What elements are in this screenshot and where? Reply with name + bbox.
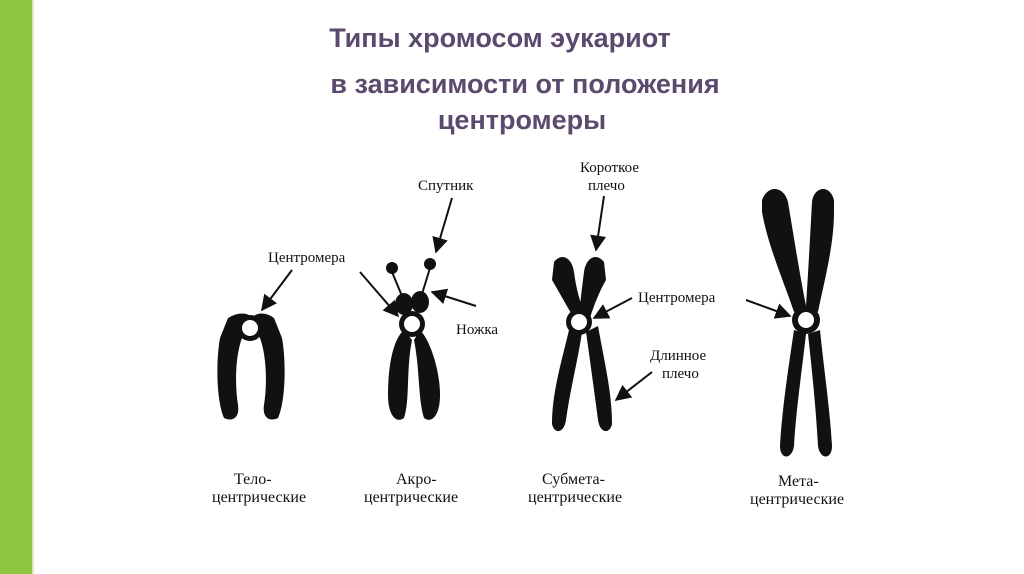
metacentric-chromosome — [762, 188, 834, 457]
label-centromere-right: Центромера — [638, 290, 716, 306]
meta-upper-arm-left — [762, 188, 806, 312]
submeta-long-arm-left — [552, 326, 582, 432]
caption-telo-1: Тело- — [234, 471, 272, 488]
acrocentric-chromosome — [386, 258, 440, 420]
acro-satellite-left — [386, 262, 398, 274]
submetacentric-chromosome — [552, 257, 612, 432]
title-line-2: в зависимости от положения — [330, 69, 720, 99]
title-line-3: центромеры — [437, 105, 607, 135]
meta-centromere — [798, 312, 814, 328]
caption-submeta-1: Субмета- — [542, 471, 605, 488]
accent-line — [32, 0, 34, 574]
telo-centromere — [242, 320, 258, 336]
caption-submeta-2: центрические — [528, 489, 622, 506]
meta-lower-arm-left — [780, 330, 806, 457]
label-centromere-left: Центромера — [268, 250, 346, 266]
submeta-centromere — [571, 314, 587, 330]
label-long-arm-2: плечо — [662, 366, 699, 382]
caption-acro-1: Акро- — [396, 471, 437, 488]
label-short-arm-2: плечо — [588, 178, 625, 194]
submeta-short-arm-left — [552, 257, 584, 318]
title-line-1: Типы хромосом эукариот — [329, 23, 671, 53]
caption-acro-2: центрические — [364, 489, 458, 506]
accent-bar — [0, 0, 32, 574]
arrow-stalk — [430, 288, 477, 307]
arrow-centromere-submeta — [592, 297, 633, 319]
arrow-centromere-acro — [359, 271, 400, 318]
acro-long-arm-right — [414, 330, 440, 420]
arrow-centromere-meta — [745, 299, 792, 319]
acro-centromere — [404, 316, 420, 332]
acro-long-arm-left — [388, 330, 412, 420]
acro-stalk-left — [391, 271, 403, 297]
meta-lower-arm-right — [808, 330, 832, 457]
arrow-long-arm — [614, 371, 653, 401]
caption-telo-2: центрические — [212, 489, 306, 506]
caption-meta-2: центрические — [750, 491, 844, 508]
submeta-long-arm-right — [586, 326, 612, 432]
acro-satellite-right — [424, 258, 436, 270]
arrow-satellite — [432, 197, 453, 254]
acro-short-arm-right — [411, 291, 429, 313]
acro-short-arm-left — [395, 293, 413, 315]
arrow-short-arm — [590, 195, 607, 252]
telocentric-chromosome — [217, 313, 285, 420]
label-satellite: Спутник — [418, 178, 474, 194]
arrow-centromere-telo — [261, 269, 293, 312]
acro-stalk-right — [421, 267, 431, 295]
caption-meta-1: Мета- — [778, 473, 819, 490]
label-long-arm-1: Длинное — [650, 348, 706, 364]
label-short-arm-1: Короткое — [580, 160, 639, 176]
submeta-short-arm-right — [580, 257, 606, 318]
label-stalk: Ножка — [456, 322, 498, 338]
meta-upper-arm-right — [806, 188, 834, 312]
